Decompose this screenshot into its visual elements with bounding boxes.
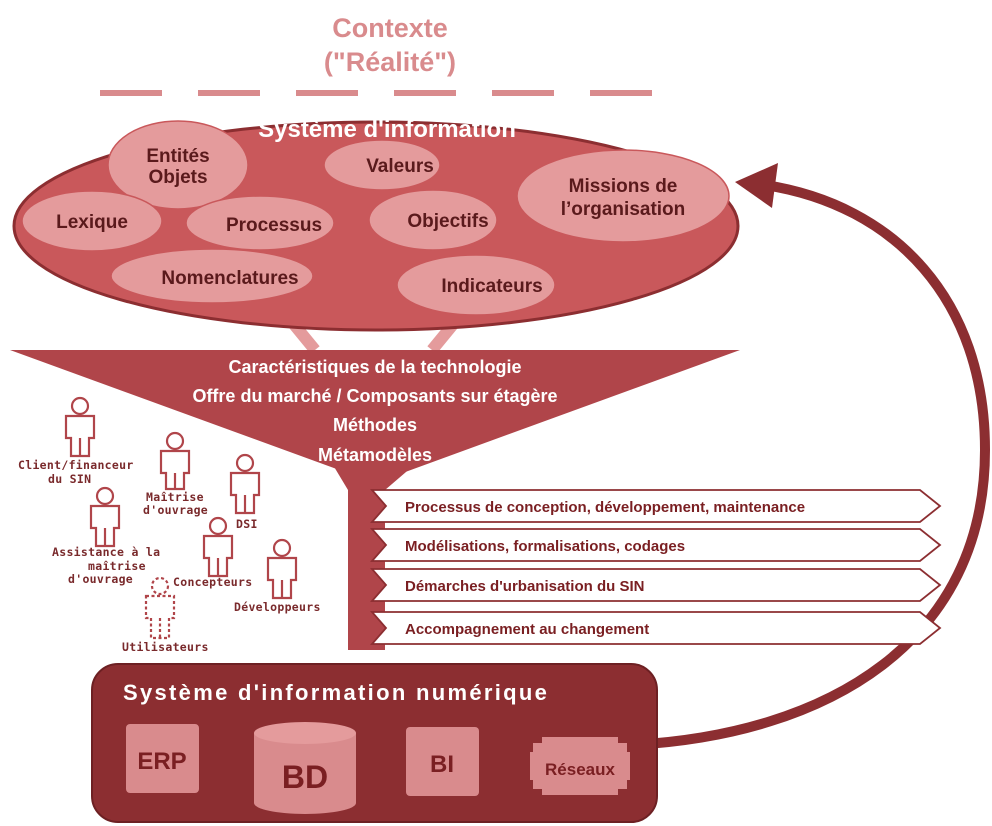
feedback-arrow [629,180,991,750]
label-developpeurs: Développeurs [234,600,321,614]
bubble-indicateurs: Indicateurs [396,254,556,316]
component-bi: BI [406,727,479,796]
sin-title: Système d'information numérique [123,680,549,705]
si-title: Système d'information [258,116,516,143]
bubble-entites: Entités Objets [107,120,249,210]
funnel-line-4: Métamodèles [318,445,432,465]
label-client-1: Client/financeur [18,458,134,472]
label-amoa-2: maîtrise [88,559,146,573]
person-icon-amoa [89,486,121,548]
svg-text:Objectifs: Objectifs [407,211,488,232]
person-icon-dsi [229,453,261,515]
bubble-lexique: Lexique [21,190,163,252]
label-client-2: du SIN [48,472,91,486]
svg-text:Indicateurs: Indicateurs [441,276,542,297]
activity-4: Accompagnement au changement [370,611,942,645]
feedback-arrow-head [735,163,778,208]
component-erp: ERP [126,724,199,793]
person-icon-concepteurs [202,516,234,578]
svg-text:ERP: ERP [137,748,186,775]
svg-text:Modélisations, formalisations,: Modélisations, formalisations, codages [405,538,685,555]
person-icon-utilisateurs [144,576,176,640]
person-icon-client [64,396,96,458]
svg-text:Objets: Objets [148,167,207,188]
bubble-objectifs: Objectifs [368,189,498,251]
activity-1: Processus de conception, développement, … [370,489,942,523]
sin-box [91,663,658,823]
svg-text:Démarches d'urbanisation du SI: Démarches d'urbanisation du SIN [405,578,644,595]
svg-text:l’organisation: l’organisation [561,199,686,220]
svg-text:Valeurs: Valeurs [366,156,434,177]
svg-text:Missions de: Missions de [569,176,678,197]
funnel-stem-taper [330,460,420,490]
label-amoa-1: Assistance à la [52,545,160,559]
label-moa-1: Maîtrise [146,490,204,504]
component-bd: BD [254,722,356,814]
label-dsi: DSI [236,517,258,531]
activity-2: Modélisations, formalisations, codages [370,528,942,562]
svg-text:Processus de conception, dével: Processus de conception, développement, … [405,499,805,516]
svg-text:BD: BD [282,759,328,795]
svg-text:Réseaux: Réseaux [545,760,615,779]
svg-text:Accompagnement au changement: Accompagnement au changement [405,621,649,638]
label-utilisateurs: Utilisateurs [122,640,209,654]
svg-text:Nomenclatures: Nomenclatures [161,268,298,289]
funnel-stem [348,483,385,650]
person-icon-developpeurs [266,538,298,600]
bubble-valeurs: Valeurs [323,139,441,191]
context-title-line2: ("Réalité") [324,47,456,77]
svg-text:Entités: Entités [146,146,209,167]
funnel-line-2: Offre du marché / Composants sur étagère [192,386,557,406]
svg-text:Lexique: Lexique [56,212,128,233]
bubble-missions: Missions de l’organisation [516,149,730,243]
person-icon-moa [159,431,191,491]
svg-text:Processus: Processus [226,215,322,236]
context-title-line1: Contexte [332,13,448,43]
activity-3: Démarches d'urbanisation du SIN [370,568,942,602]
bubble-processus: Processus [185,195,335,251]
label-amoa-3: d'ouvrage [68,572,133,586]
funnel-line-3: Méthodes [333,415,417,435]
funnel [10,350,740,483]
label-moa-2: d'ouvrage [143,503,208,517]
bubble-nomenclatures: Nomenclatures [110,248,314,304]
component-reseaux: Réseaux [530,737,630,795]
label-concepteurs: Concepteurs [173,575,252,589]
svg-text:BI: BI [430,751,454,778]
funnel-line-1: Caractéristiques de la technologie [228,357,521,377]
